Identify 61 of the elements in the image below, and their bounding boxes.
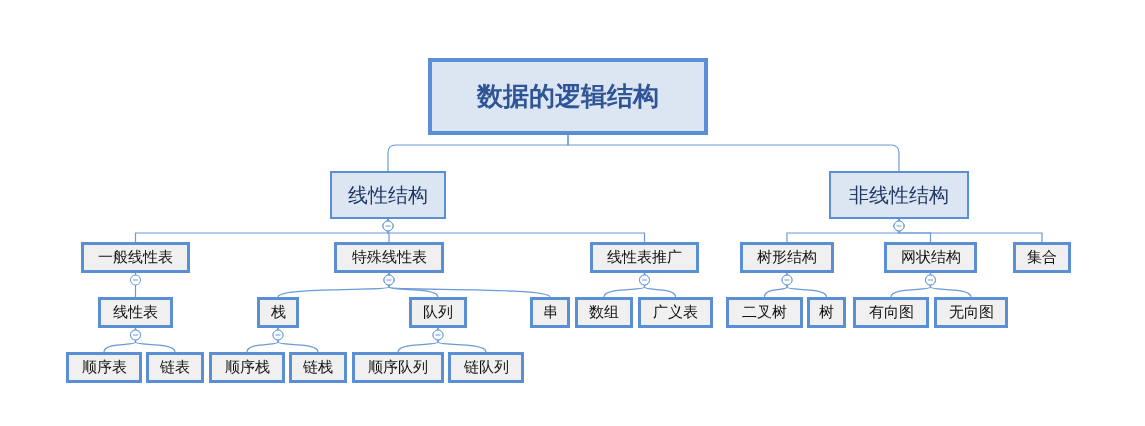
topic-label: 二叉树 — [742, 303, 787, 322]
subtopic-box — [66, 352, 142, 383]
topic-label: 树 — [819, 303, 834, 322]
subtopic-box — [638, 297, 713, 328]
subtopic-box — [98, 297, 173, 328]
subtopic-box — [334, 242, 444, 273]
topic-label: 串 — [542, 303, 558, 322]
subtopic-box — [884, 242, 977, 273]
topic-label: 链栈 — [303, 358, 333, 377]
subtopic-box — [530, 297, 570, 328]
subtopic-box — [590, 242, 699, 273]
connector-line — [781, 272, 828, 298]
connector-line — [130, 272, 141, 298]
topic-label: 广义表 — [653, 303, 698, 322]
subtopic-box — [934, 297, 1008, 328]
main-topic-box — [829, 171, 969, 219]
subtopic-box — [146, 352, 204, 383]
topic-label: 数组 — [589, 303, 619, 322]
subtopic-box — [409, 297, 467, 328]
subtopic-box — [81, 242, 190, 273]
connector-line — [383, 272, 551, 298]
subtopic-box — [448, 352, 524, 383]
connector-line — [272, 327, 319, 353]
connector-line — [893, 218, 1043, 243]
topic-label: 链队列 — [463, 358, 509, 377]
topic-label: 一般线性表 — [98, 248, 173, 267]
subtopic-box — [740, 242, 834, 273]
topic-label: 栈 — [270, 303, 286, 322]
connector-line — [639, 272, 677, 298]
connector-line — [925, 272, 972, 298]
topic-label: 线性表推广 — [607, 248, 682, 267]
topic-label: 无向图 — [948, 303, 994, 322]
topic-label: 特殊线性表 — [351, 248, 427, 267]
topic-label: 队列 — [423, 303, 453, 322]
subtopic-box — [257, 297, 299, 328]
subtopic-box — [853, 297, 929, 328]
topic-label: 非线性结构 — [849, 181, 949, 209]
subtopic-box — [575, 297, 633, 328]
subtopic-box — [209, 352, 285, 383]
subtopic-box — [289, 352, 347, 383]
subtopic-box — [352, 352, 444, 383]
topic-label: 数据的逻辑结构 — [477, 80, 659, 113]
topic-label: 线性表 — [113, 303, 158, 322]
topic-label: 网状结构 — [900, 248, 961, 267]
connector-line — [432, 327, 487, 353]
subtopic-box — [1013, 242, 1071, 273]
main-topic-box — [330, 171, 446, 219]
connector-line — [382, 218, 646, 243]
topic-label: 顺序栈 — [224, 358, 270, 377]
topic-label: 线性结构 — [348, 181, 428, 209]
connector-line — [567, 134, 900, 172]
topic-label: 顺序表 — [81, 358, 127, 377]
connector-line — [130, 327, 176, 353]
subtopic-box — [726, 297, 803, 328]
topic-label: 树形结构 — [757, 248, 817, 267]
subtopic-box — [807, 297, 846, 328]
topic-label: 集合 — [1027, 248, 1057, 267]
topic-label: 链表 — [160, 358, 190, 377]
topic-label: 顺序队列 — [368, 358, 428, 377]
topic-label: 有向图 — [868, 303, 914, 322]
root-topic-box — [428, 58, 708, 135]
